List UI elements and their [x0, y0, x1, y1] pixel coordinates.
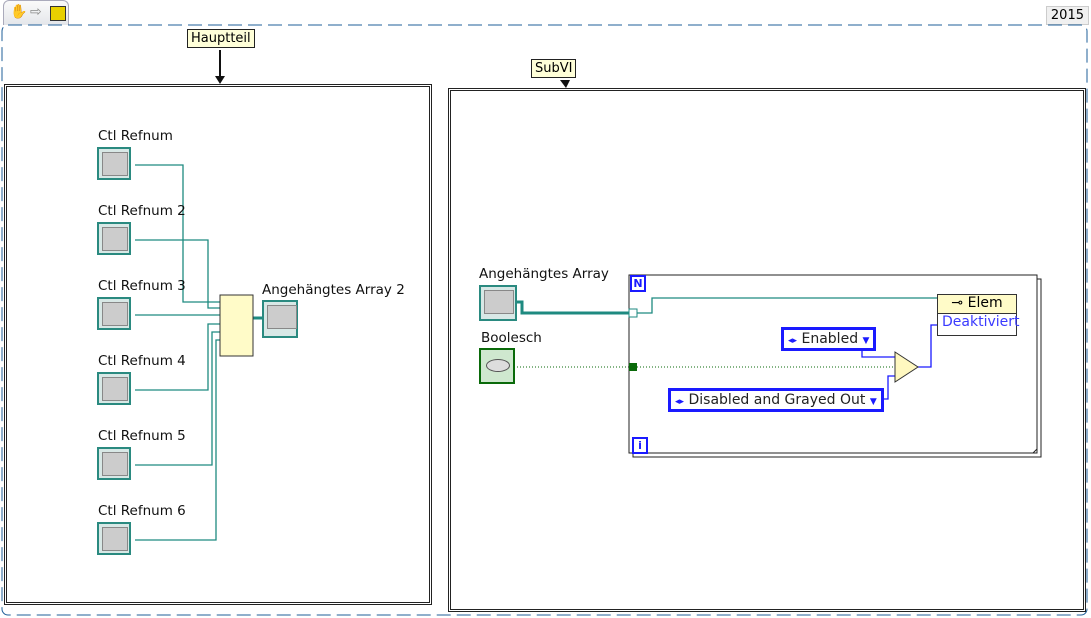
main-frame: [4, 84, 432, 605]
enum-enabled-constant[interactable]: ◂▸ Enabled ▼: [781, 327, 877, 351]
array-control-label: Angehängtes Array: [479, 266, 609, 282]
ctl-refnum-3[interactable]: [97, 297, 131, 330]
ctl-refnum-6[interactable]: [97, 522, 131, 555]
bool-control-label: Boolesch: [481, 330, 542, 346]
bool-tunnel: [629, 363, 637, 371]
array-indicator-label: Angehängtes Array 2: [262, 282, 405, 298]
ctl-refnum-6-label: Ctl Refnum 6: [98, 503, 186, 519]
bool-control[interactable]: [479, 348, 515, 384]
loop-index-terminal: i: [632, 437, 648, 454]
toolbar-tab: ✋ ⇨: [3, 0, 69, 25]
hauptteil-label: Hauptteil: [187, 29, 255, 48]
select-node: [894, 351, 919, 383]
ctl-refnum-2-label: Ctl Refnum 2: [98, 203, 186, 219]
key-icon: ⊸: [951, 295, 964, 311]
ctl-refnum-2[interactable]: [97, 222, 131, 255]
refnum-wires: [135, 164, 937, 541]
diagram-border: [1, 24, 1088, 616]
array-control[interactable]: [479, 285, 517, 321]
hand-tool-icon[interactable]: ✋: [10, 4, 28, 20]
increment-icon: ◂▸: [675, 397, 685, 407]
version-label: 2015: [1045, 6, 1089, 25]
subvi-label: SubVI: [531, 59, 577, 78]
ctl-refnum-1-label: Ctl Refnum: [98, 128, 173, 144]
property-deaktiviert[interactable]: Deaktiviert: [942, 314, 1020, 330]
dropdown-icon: ▼: [869, 397, 877, 407]
array-tunnel: [628, 308, 638, 318]
array-indicator[interactable]: [262, 300, 298, 338]
build-array-node: [219, 294, 254, 357]
arrow-icon[interactable]: ⇨: [30, 4, 42, 20]
vi-icon[interactable]: [50, 6, 66, 21]
loop-count-terminal[interactable]: N: [630, 275, 646, 292]
ctl-refnum-4-label: Ctl Refnum 4: [98, 353, 186, 369]
ctl-refnum-5[interactable]: [97, 447, 131, 480]
ctl-refnum-4[interactable]: [97, 372, 131, 405]
property-node[interactable]: ⊸ Elem Deaktiviert: [937, 294, 1020, 336]
increment-icon: ◂▸: [788, 336, 798, 346]
ctl-refnum-1[interactable]: [97, 147, 131, 180]
subvi-frame: [448, 88, 1086, 612]
ctl-refnum-5-label: Ctl Refnum 5: [98, 428, 186, 444]
ctl-refnum-3-label: Ctl Refnum 3: [98, 278, 186, 294]
property-elem: Elem: [967, 295, 1003, 311]
dropdown-icon: ▼: [862, 336, 870, 346]
enum-disabled-constant[interactable]: ◂▸ Disabled and Grayed Out ▼: [668, 388, 884, 412]
